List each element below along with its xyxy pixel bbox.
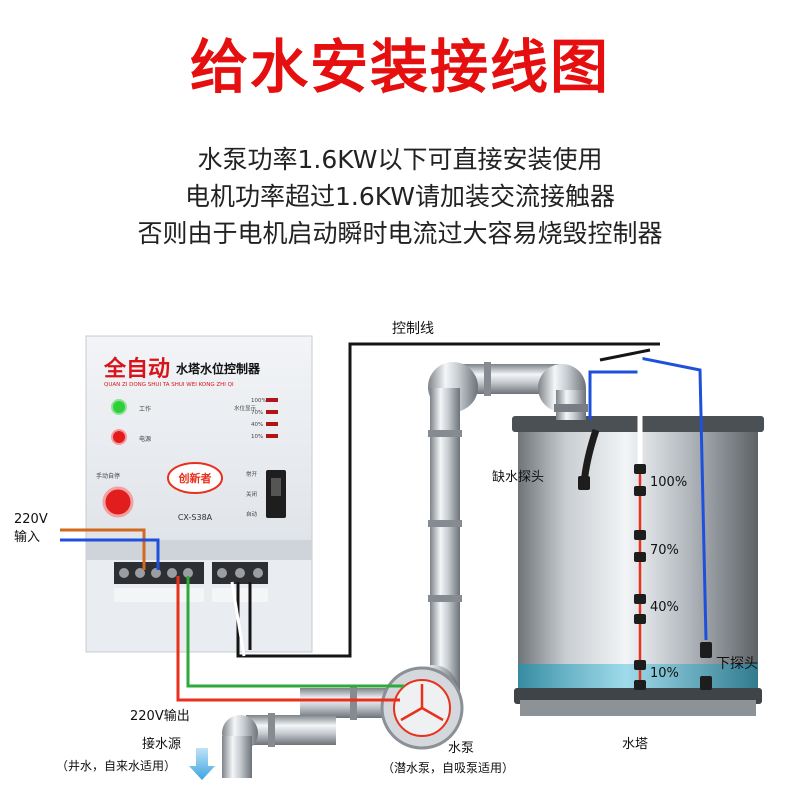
work-led-icon: [111, 399, 127, 415]
tower-level-10: 10%: [650, 666, 679, 681]
wires: [60, 342, 708, 702]
switch-label-on: 常开: [246, 470, 258, 478]
brand-sub: 水塔水位控制器: [176, 361, 261, 376]
logo-text: 创新者: [178, 471, 212, 485]
note-line-1: 水泵功率1.6KW以下可直接安装使用: [197, 145, 603, 174]
water-pump: [380, 666, 464, 750]
bottom-probe-wire: [629, 354, 708, 641]
controller-box: [85, 335, 313, 653]
low-probe-label: 缺水探头: [492, 470, 544, 485]
input-label-voltage: 220V: [14, 512, 48, 527]
tower-level-40: 40%: [650, 600, 679, 615]
output-wire-red: [176, 576, 400, 702]
input-label-text: 输入: [14, 529, 40, 545]
manual-stop-button[interactable]: [102, 486, 134, 518]
led-work-label: 工作: [139, 405, 151, 413]
pump-label: 水泵: [448, 741, 474, 756]
control-line-label: 控制线: [392, 321, 434, 337]
note-line-3: 否则由于电机启动瞬时电流过大容易烧毁控制器: [137, 219, 663, 248]
input-wire-brown: [60, 528, 146, 570]
tower-label: 水塔: [622, 737, 648, 752]
water-source-arrow-icon: [189, 748, 215, 780]
input-wire-blue: [60, 538, 160, 570]
panel-level-40: 40%: [251, 422, 263, 428]
water-source-label: 接水源: [142, 736, 181, 752]
panel-level-10: 10%: [251, 434, 263, 440]
led-power-label: 电源: [139, 435, 151, 443]
brand-pinyin: QUAN ZI DONG SHUI TA SHUI WEI KONG ZHI Q…: [104, 382, 234, 388]
brand-main: 全自动: [103, 356, 170, 382]
output-wire-green: [186, 576, 404, 688]
tower-base: [520, 700, 756, 716]
control-line-wire: [236, 342, 660, 658]
tower-level-70: 70%: [650, 543, 679, 558]
model-number: CX-S38A: [178, 513, 213, 522]
page-title: 给水安装接线图: [189, 33, 610, 101]
switch-label-auto: 自动: [246, 510, 258, 518]
tower-level-100: 100%: [650, 475, 687, 490]
brand-logo: [167, 462, 223, 494]
power-led-icon: [111, 429, 127, 445]
note-line-2: 电机功率超过1.6KW请加装交流接触器: [185, 182, 615, 211]
water-source-note: （井水，自来水适用）: [56, 759, 176, 773]
level-caption: 水位显示: [234, 404, 257, 412]
output-label: 220V输出: [130, 708, 190, 724]
bottom-probe-label: 下探头: [716, 656, 758, 672]
level-indicator: 100% 70% 40% 10%: [251, 398, 278, 440]
panel-level-100: 100%: [251, 398, 267, 404]
manual-button-label: 手动自停: [96, 472, 120, 480]
pump-note: （潜水泵，自吸泵适用）: [382, 761, 514, 775]
sensor-markers: [634, 464, 712, 690]
switch-label-off: 关闭: [246, 490, 257, 498]
panel-level-70: 70%: [251, 410, 263, 416]
